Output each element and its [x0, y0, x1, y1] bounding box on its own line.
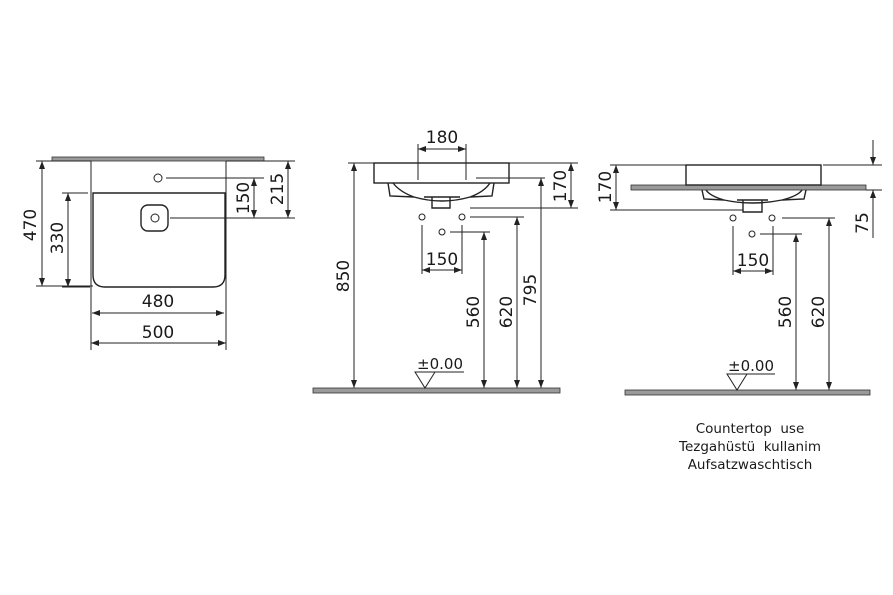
dim-850: 850	[334, 260, 354, 292]
plan-view: 470 330 150 215 480 500	[21, 156, 295, 350]
dim-75: 75	[853, 212, 873, 234]
caption-de: Aufsatzwaschtisch	[688, 457, 813, 473]
dim-170: 170	[596, 171, 616, 203]
floor-level: ±0.00	[728, 357, 774, 375]
dim-170: 170	[551, 170, 571, 202]
floor	[312, 387, 561, 394]
dim-330: 330	[48, 222, 68, 254]
countertop	[630, 184, 867, 191]
dim-150: 150	[426, 250, 458, 270]
water-hole	[768, 214, 776, 222]
water-hole	[729, 214, 737, 222]
dim-150: 150	[234, 182, 254, 214]
dim-470: 470	[21, 209, 41, 241]
dim-560: 560	[776, 296, 796, 328]
dim-480: 480	[142, 292, 174, 312]
basin-outline	[92, 192, 226, 288]
wall-bar	[51, 156, 265, 162]
waste-hole	[748, 230, 756, 238]
dim-795: 795	[521, 274, 541, 306]
floor-level: ±0.00	[417, 355, 463, 373]
dim-620: 620	[809, 296, 829, 328]
tap-hole	[153, 173, 163, 183]
caption-tr: Tezgahüstü kullanim	[678, 439, 821, 455]
caption-en: Countertop use	[696, 421, 805, 437]
basin-top	[373, 162, 510, 184]
basin-top	[685, 164, 822, 186]
dim-620: 620	[497, 296, 517, 328]
dim-215: 215	[268, 173, 288, 205]
water-hole	[418, 213, 426, 221]
side-view-countertop: 170 75 150 560 620 ±0.00 Countertop use …	[596, 140, 882, 473]
dim-150: 150	[737, 251, 769, 271]
side-view-wall-mounted: 180 170 850 150 560 620 795 ±0.00	[312, 128, 578, 394]
water-hole	[458, 213, 466, 221]
waste-hole	[438, 228, 446, 236]
drain	[140, 204, 169, 232]
dim-500: 500	[142, 323, 174, 343]
dim-180: 180	[426, 128, 458, 148]
dim-560: 560	[464, 296, 484, 328]
floor	[624, 389, 871, 396]
